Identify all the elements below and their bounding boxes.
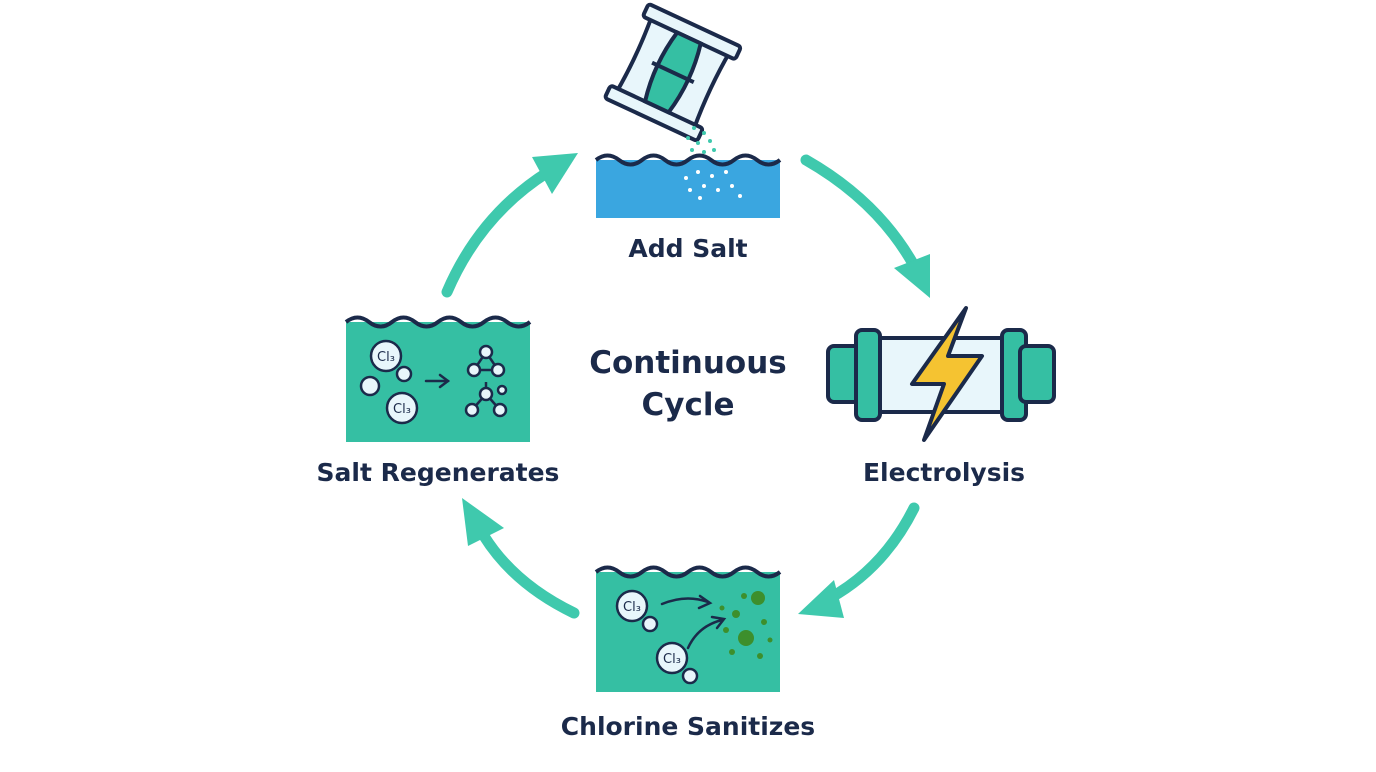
arrow-icon xyxy=(798,502,920,618)
molecule-label: Cl₃ xyxy=(377,350,395,365)
center-title: Continuous Cycle xyxy=(589,342,787,426)
salt-grains xyxy=(686,126,716,154)
step-label-add-salt: Add Salt xyxy=(628,234,748,263)
step-label-salt-regenerates: Salt Regenerates xyxy=(316,458,560,487)
arrow-icon xyxy=(441,153,578,298)
sanitize-water-box: Cl₃ Cl₃ xyxy=(594,565,782,692)
cycle-arrows xyxy=(441,153,930,619)
lightning-bolt-icon xyxy=(910,306,984,442)
chlorine-molecule-icon: Cl₃ xyxy=(655,641,699,685)
chlorine-molecule-icon: Cl₃ xyxy=(369,339,413,383)
step-label-electrolysis: Electrolysis xyxy=(862,458,1026,487)
chlorine-molecule-icon: Cl₃ xyxy=(615,589,659,633)
pool-water-icon xyxy=(594,153,782,218)
center-title-line2: Cycle xyxy=(641,387,735,423)
regenerate-water-box: Cl₃ Cl₃ xyxy=(344,315,532,442)
center-title-line1: Continuous xyxy=(589,345,787,381)
step-label-chlorine-sanitizes: Chlorine Sanitizes xyxy=(560,712,816,741)
molecule-label: Cl₃ xyxy=(623,600,641,615)
molecule-label: Cl₃ xyxy=(393,402,411,417)
arrow-icon xyxy=(462,498,580,619)
arrow-icon xyxy=(800,154,930,298)
molecule-label: Cl₃ xyxy=(663,652,681,667)
algae-icon xyxy=(719,591,773,659)
salt-crystal-icon xyxy=(464,344,508,418)
salt-bag-icon xyxy=(603,2,743,143)
chlorine-molecule-icon: Cl₃ xyxy=(385,391,419,425)
